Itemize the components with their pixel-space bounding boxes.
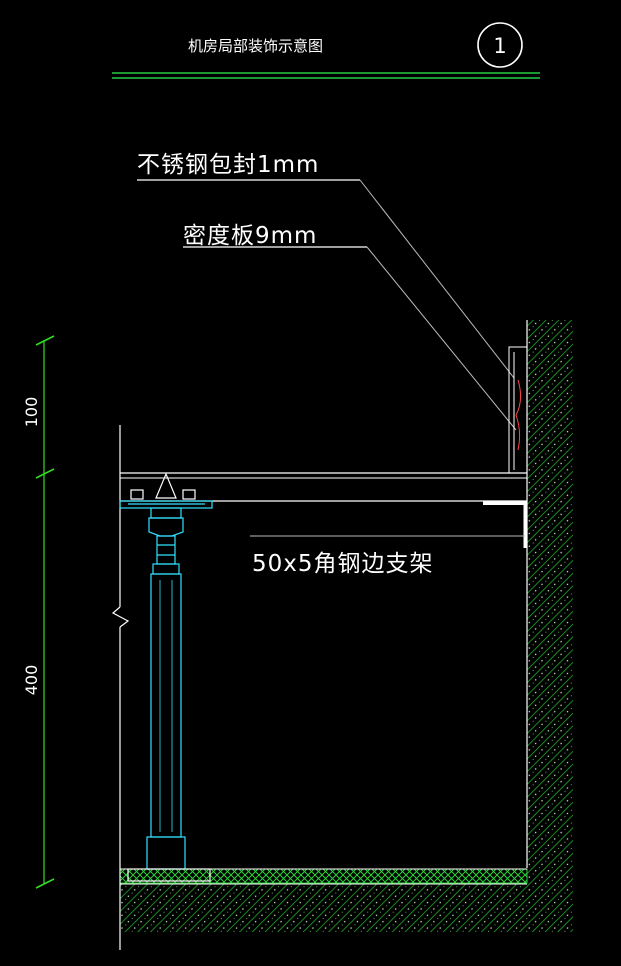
left-section-cut bbox=[111, 425, 130, 950]
right-wall bbox=[526, 320, 573, 932]
pedestal-support bbox=[119, 472, 213, 882]
pedestal-lock-nut bbox=[152, 563, 180, 575]
pedestal-nut-left bbox=[130, 489, 144, 500]
drawing-title: 机房局部装饰示意图 bbox=[188, 37, 323, 55]
stainless-cover-profile bbox=[508, 346, 528, 474]
title-block: 机房局部装饰示意图 1 bbox=[112, 22, 540, 79]
density-board-leader bbox=[366, 246, 517, 431]
pedestal-base-plate bbox=[127, 868, 211, 882]
skirting-detail bbox=[508, 346, 528, 474]
sealant-bead bbox=[515, 379, 522, 451]
floor-slab bbox=[119, 868, 573, 932]
angle-steel-label: 50x5角钢边支架 bbox=[252, 551, 434, 577]
pedestal-base-sleeve bbox=[146, 836, 186, 870]
slab-hatch bbox=[120, 884, 573, 932]
density-board-label: 密度板9mm bbox=[183, 223, 317, 249]
annotation-angle-steel: 50x5角钢边支架 bbox=[250, 535, 525, 577]
detail-number: 1 bbox=[493, 34, 506, 58]
pedestal-nut-right bbox=[182, 489, 196, 500]
annotation-stainless-cover: 不锈钢包封1mm bbox=[137, 152, 515, 379]
angle-steel-bracket bbox=[483, 501, 527, 548]
pedestal-threaded-rod bbox=[156, 535, 176, 565]
pedestal-tube bbox=[150, 573, 182, 838]
pedestal-bolt-cone bbox=[155, 472, 177, 499]
pedestal-cap bbox=[150, 507, 182, 519]
dimension-upper-value: 100 bbox=[22, 397, 41, 428]
pedestal-nut-body bbox=[148, 517, 184, 537]
wall-hatch bbox=[527, 320, 573, 932]
dimension-tick-middle bbox=[35, 468, 55, 479]
annotation-density-board: 密度板9mm bbox=[183, 223, 517, 431]
raised-floor-panel bbox=[120, 472, 527, 502]
detail-number-circle bbox=[477, 22, 523, 68]
stainless-cover-leader bbox=[359, 179, 515, 379]
stainless-cover-label: 不锈钢包封1mm bbox=[137, 152, 319, 178]
break-symbol bbox=[111, 606, 130, 628]
dimension-tick-bottom bbox=[35, 878, 55, 889]
dimension-tick-top bbox=[35, 335, 55, 346]
dimension-line: 100 400 bbox=[22, 335, 55, 889]
dimension-lower-value: 400 bbox=[22, 665, 41, 696]
